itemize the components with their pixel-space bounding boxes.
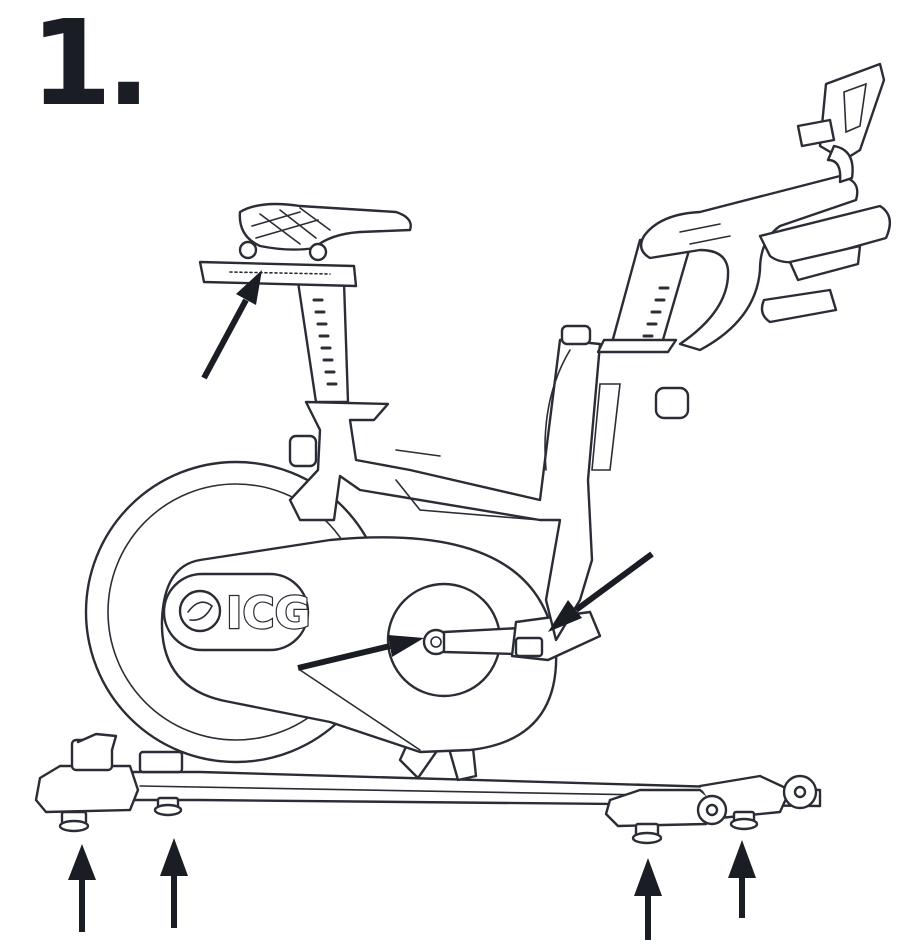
leveling-feet bbox=[58, 774, 818, 845]
adjustment-knob-rear[interactable] bbox=[288, 434, 318, 468]
saddle bbox=[238, 202, 412, 262]
transport-wheels bbox=[696, 774, 818, 826]
icg-logo: ICG bbox=[162, 572, 312, 652]
arrow-front-foot-left bbox=[68, 844, 96, 932]
leveling-foot-rear-right[interactable] bbox=[729, 810, 759, 831]
leveling-foot-front-left[interactable] bbox=[58, 810, 90, 833]
arrow-crank-axle bbox=[297, 635, 424, 671]
arrow-pedal bbox=[548, 551, 654, 632]
leveling-foot-rear-left[interactable] bbox=[631, 822, 663, 845]
console-mount bbox=[796, 62, 886, 184]
handlebar-post-ticks bbox=[642, 286, 670, 338]
arrow-seat-slider bbox=[201, 270, 262, 380]
svg-text:ICG: ICG bbox=[226, 588, 311, 639]
main-frame bbox=[288, 324, 690, 642]
arrow-rear-foot-left bbox=[634, 858, 662, 940]
seat-slider[interactable] bbox=[198, 260, 358, 288]
resistance-knob-top[interactable] bbox=[560, 324, 592, 346]
base-frame bbox=[34, 732, 822, 828]
callout-arrows bbox=[68, 270, 756, 940]
arrow-front-foot-right bbox=[160, 838, 188, 928]
seat-post-ticks bbox=[312, 298, 338, 386]
adjustment-knob-front[interactable] bbox=[654, 386, 690, 420]
step-number: 1. bbox=[30, 0, 151, 132]
handlebar-post bbox=[596, 238, 694, 354]
arrow-rear-foot-right bbox=[728, 840, 756, 918]
seat-post bbox=[296, 280, 350, 404]
leveling-foot-front-right[interactable] bbox=[153, 796, 183, 817]
